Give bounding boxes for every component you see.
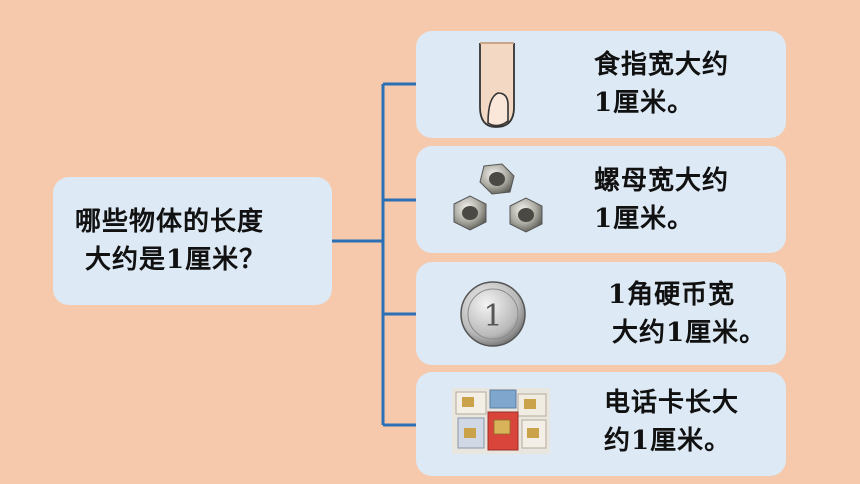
nut-left [453,195,487,231]
item-line-2: 1厘米。 [594,88,695,118]
item-text-simcards: 电话卡长大 约1厘米。 [604,384,739,460]
question-text: 哪些物体的长度 大约是1厘米？ [75,203,325,279]
sim-cards-icon [452,388,550,454]
item-text-nuts: 螺母宽大约 1厘米。 [594,162,729,238]
finger-icon [479,42,515,128]
item-line-1: 螺母宽大约 [594,166,730,196]
nut-right [509,197,543,233]
coin-icon: 1 [460,281,526,347]
hex-nuts-icon [453,163,543,233]
item-line-1: 电话卡长大 [604,388,740,418]
item-line-2: 约1厘米。 [604,426,732,456]
item-line-1: 1角硬币宽 [608,280,736,310]
question-box: 哪些物体的长度 大约是1厘米？ [53,177,332,305]
coin-digit: 1 [483,299,502,334]
item-text-coin: 1角硬币宽 大约1厘米。 [608,276,766,352]
item-box-coin: 1 1角硬币宽 大约1厘米。 [416,262,786,365]
nut-top [479,163,515,195]
item-text-finger: 食指宽大约 1厘米。 [594,46,729,122]
question-line-2: 大约是1厘米？ [85,245,267,275]
item-line-2: 1厘米。 [594,204,695,234]
item-box-finger: 食指宽大约 1厘米。 [416,31,786,138]
item-line-2: 大约1厘米。 [612,318,767,348]
item-box-nuts: 螺母宽大约 1厘米。 [416,146,786,253]
item-line-1: 食指宽大约 [594,50,730,80]
question-line-1: 哪些物体的长度 [75,207,265,237]
item-box-simcards: 电话卡长大 约1厘米。 [416,372,786,476]
